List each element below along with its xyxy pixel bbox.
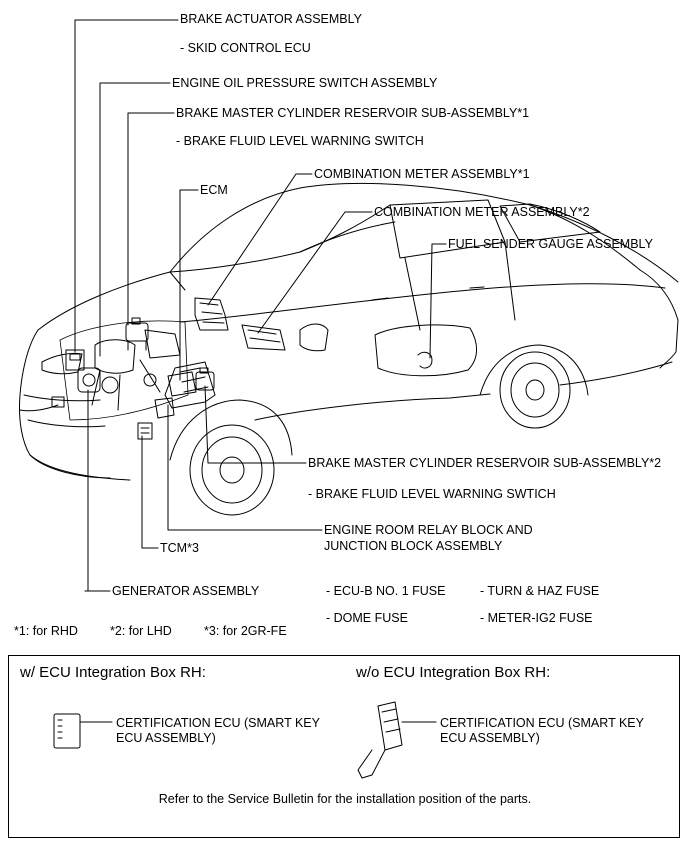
sensor-part [51, 396, 65, 408]
label-relay-block-line1: ENGINE ROOM RELAY BLOCK AND [324, 523, 533, 537]
leader-lines [74, 19, 447, 592]
service-bulletin-note: Refer to the Service Bulletin for the in… [158, 792, 532, 806]
label-brake-fluid-1: - BRAKE FLUID LEVEL WARNING SWITCH [176, 134, 424, 148]
label-fuse-dome: - DOME FUSE [326, 611, 408, 625]
label-combination-1: COMBINATION METER ASSEMBLY*1 [314, 167, 530, 181]
tcm-part [137, 422, 153, 440]
label-fuel-sender: FUEL SENDER GAUGE ASSEMBLY [448, 237, 653, 251]
label-brake-fluid-2: - BRAKE FLUID LEVEL WARNING SWTICH [308, 487, 556, 501]
label-cert-ecu-with: CERTIFICATION ECU (SMART KEY ECU ASSEMBL… [116, 716, 320, 745]
label-fuse-ecub: - ECU-B NO. 1 FUSE [326, 584, 446, 598]
ecm-part [167, 371, 197, 397]
label-relay-block-line2: JUNCTION BLOCK ASSEMBLY [324, 539, 503, 553]
label-ecm: ECM [200, 183, 228, 197]
label-tcm: TCM*3 [160, 541, 199, 555]
label-skid-control: - SKID CONTROL ECU [180, 41, 311, 55]
footnote-rhd: *1: for RHD [14, 624, 78, 638]
fuel-tank-part [374, 324, 477, 377]
cert-ecu-with-box-part [53, 713, 113, 749]
ecu-integration-box-panel [8, 655, 680, 838]
label-generator: GENERATOR ASSEMBLY [112, 584, 260, 598]
label-fuse-turn: - TURN & HAZ FUSE [480, 584, 600, 598]
generator-part [77, 367, 101, 393]
title-with-ecu-box: w/ ECU Integration Box RH: [20, 664, 206, 681]
combination-meter-lhd-part [241, 324, 286, 351]
footnote-2gr: *3: for 2GR-FE [204, 624, 287, 638]
label-combination-2: COMBINATION METER ASSEMBLY*2 [374, 205, 590, 219]
label-cert-ecu-without: CERTIFICATION ECU (SMART KEY ECU ASSEMBL… [440, 716, 644, 745]
cert-ecu-without-box-part [357, 701, 437, 779]
title-without-ecu-box: w/o ECU Integration Box RH: [356, 664, 551, 681]
vehicle-outline [19, 182, 679, 516]
label-engine-oil: ENGINE OIL PRESSURE SWITCH ASSEMBLY [172, 76, 438, 90]
label-brake-master-1: BRAKE MASTER CYLINDER RESERVOIR SUB-ASSE… [176, 106, 530, 120]
footnote-lhd: *2: for LHD [110, 624, 172, 638]
relay-block-part [154, 361, 216, 419]
label-brake-actuator: BRAKE ACTUATOR ASSEMBLY [180, 12, 363, 26]
combination-meter-rhd-part [194, 297, 229, 331]
brake-reservoir-rhd-part [125, 317, 149, 351]
label-brake-master-2: BRAKE MASTER CYLINDER RESERVOIR SUB-ASSE… [308, 456, 662, 470]
label-fuse-meter: - METER-IG2 FUSE [480, 611, 593, 625]
